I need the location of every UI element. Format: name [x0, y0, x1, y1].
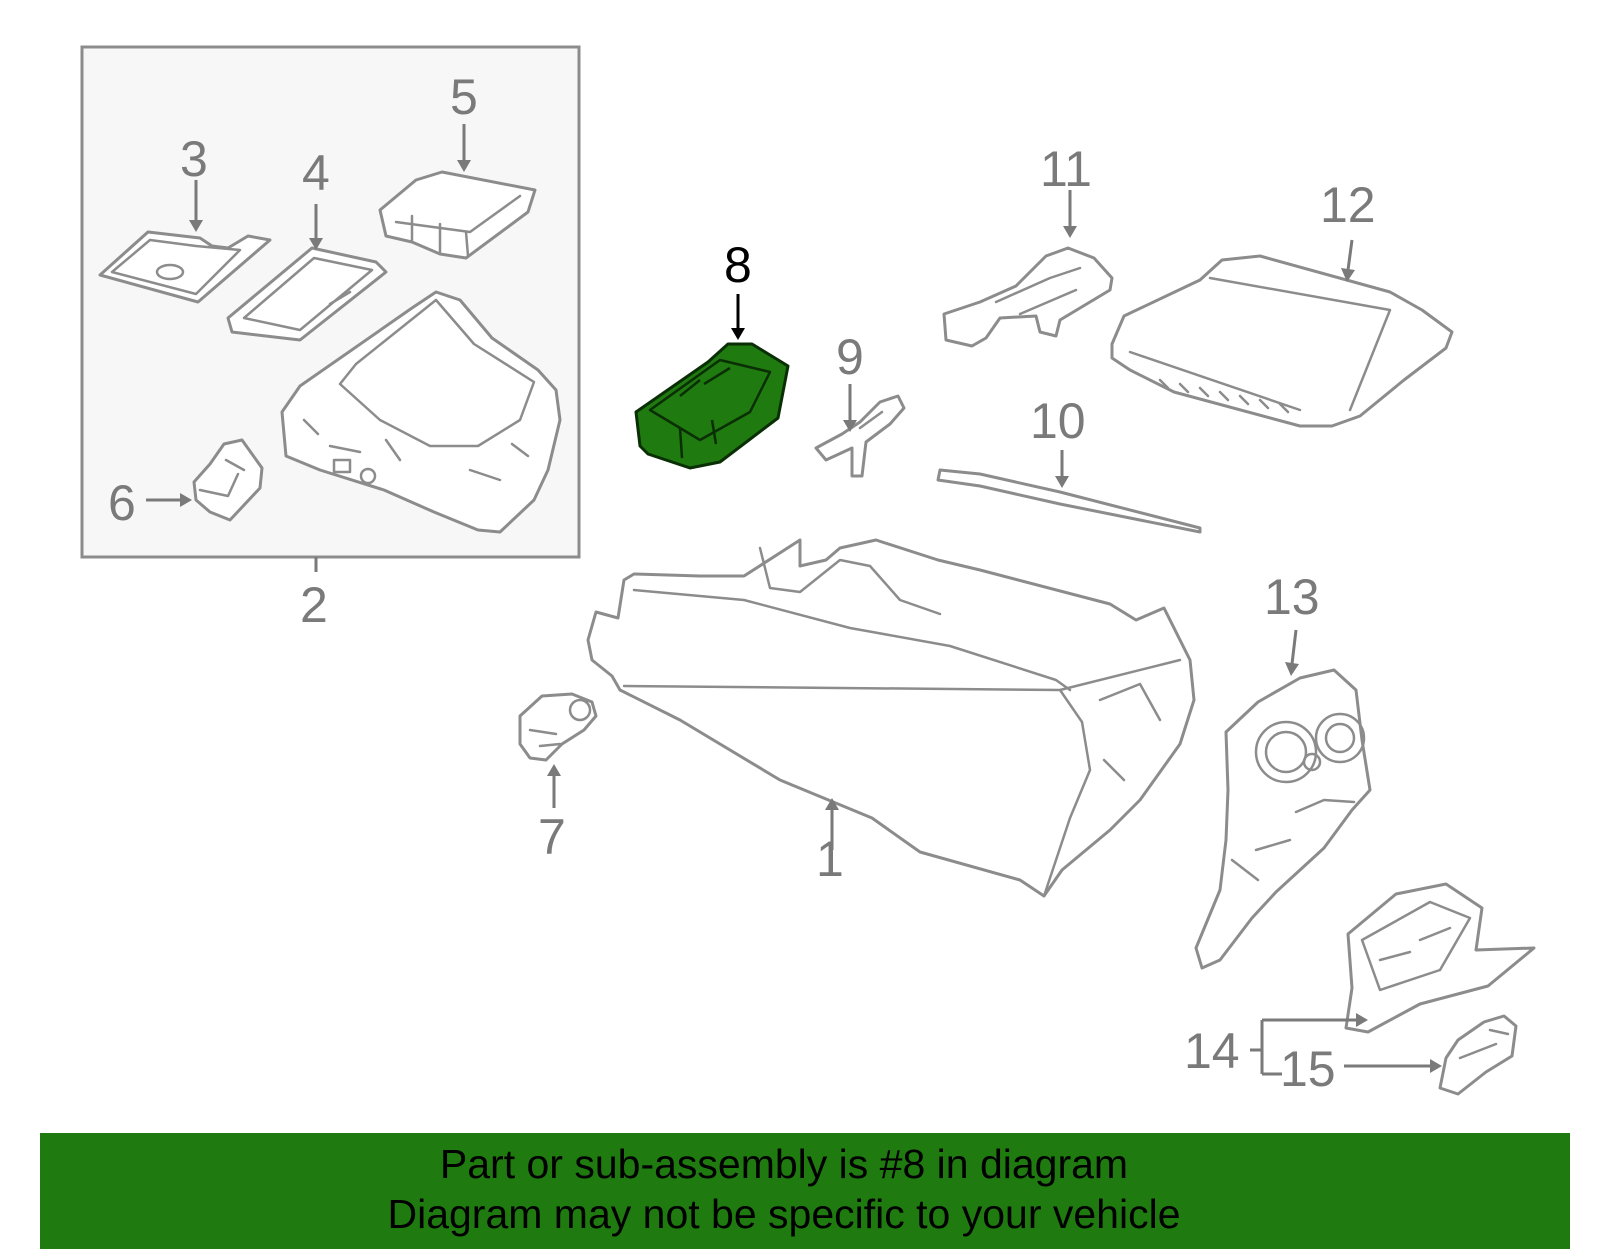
callout-labels: 3 4 5 6 2 8 9 11 12 10 7 1 13 14 15	[108, 69, 1376, 1097]
part-9-connector[interactable]	[814, 394, 906, 478]
part-14-switch-panel[interactable]	[1344, 882, 1536, 1034]
callout-12: 12	[1320, 177, 1376, 233]
part-3-mat[interactable]	[98, 230, 272, 304]
part-1-console-body[interactable]	[586, 538, 1196, 898]
part-12-armrest-lid[interactable]	[1110, 254, 1454, 428]
callout-11: 11	[1040, 141, 1092, 197]
part-11-trim-piece[interactable]	[942, 246, 1114, 348]
callout-9: 9	[836, 329, 864, 385]
part-15-switch[interactable]	[1438, 1014, 1518, 1096]
callout-4: 4	[302, 145, 330, 201]
part-8-cup-holder[interactable]	[634, 342, 790, 470]
part-4-tray[interactable]	[226, 246, 388, 342]
part-13-vent-panel[interactable]	[1194, 668, 1372, 970]
callout-3: 3	[180, 131, 208, 187]
callout-15: 15	[1280, 1041, 1336, 1097]
callout-1: 1	[816, 831, 844, 887]
callout-10: 10	[1030, 393, 1086, 449]
callout-14: 14	[1184, 1023, 1240, 1079]
callout-6: 6	[108, 475, 136, 531]
part-5-lid-frame[interactable]	[378, 170, 537, 260]
part-2-housing[interactable]	[280, 290, 562, 534]
callout-2: 2	[300, 577, 328, 633]
footer-line-2: Diagram may not be specific to your vehi…	[387, 1191, 1181, 1237]
callout-7: 7	[538, 809, 566, 865]
callout-5: 5	[450, 69, 478, 125]
part-6-clip[interactable]	[192, 438, 264, 522]
callout-8: 8	[724, 237, 752, 293]
leader-lines	[146, 124, 1442, 1076]
part-10-trim-strip[interactable]	[936, 468, 1202, 534]
footer-banner: Part or sub-assembly is #8 in diagram Di…	[40, 1133, 1570, 1249]
part-7-sensor[interactable]	[518, 692, 598, 762]
footer-line-1: Part or sub-assembly is #8 in diagram	[439, 1141, 1129, 1187]
callout-13: 13	[1264, 569, 1320, 625]
